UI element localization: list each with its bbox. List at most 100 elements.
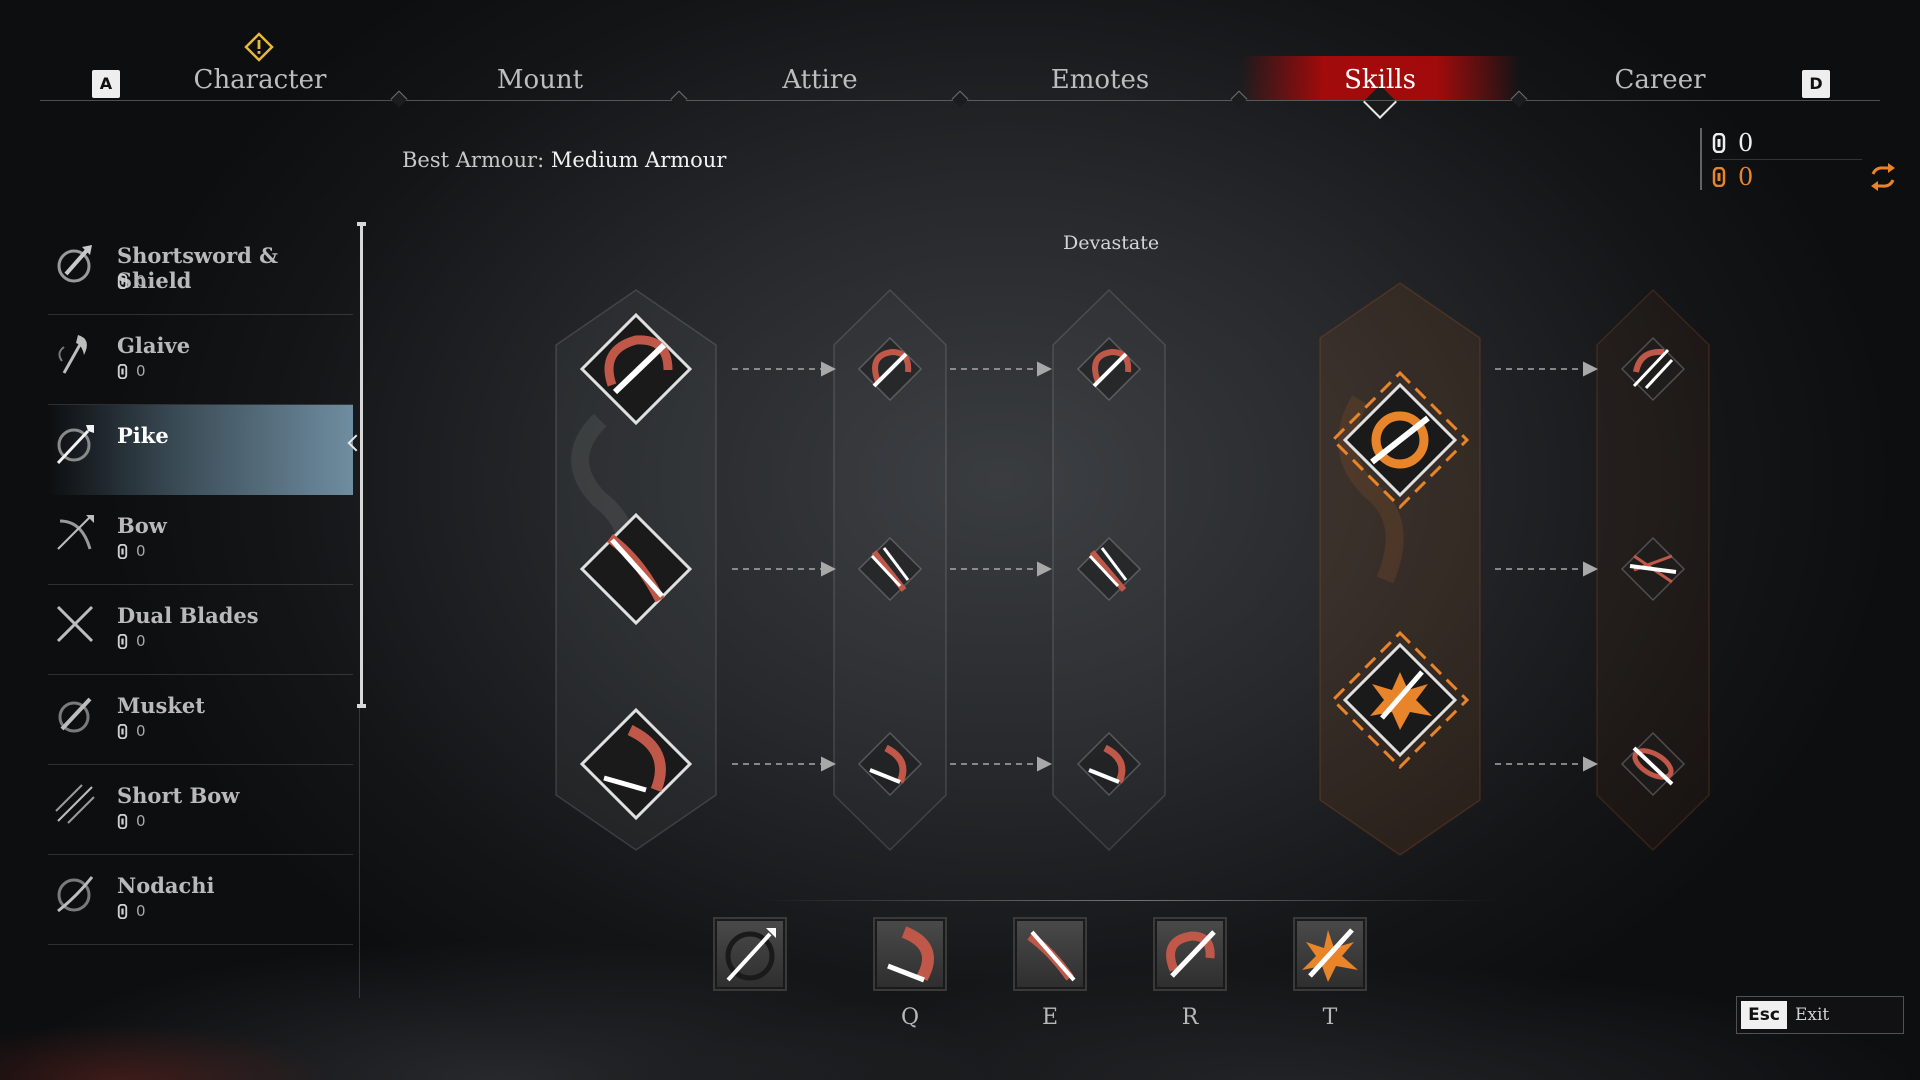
ember-glow [0, 940, 500, 1080]
weapon-item-shortsword-shield[interactable]: Shortsword & Shield 0 [48, 225, 353, 315]
skill-node-upgrade[interactable] [857, 536, 923, 602]
weapon-points: 0 [117, 632, 146, 650]
bow-icon [57, 515, 94, 550]
spin-strike-skill-icon [1166, 930, 1216, 978]
skill-points-panel: 0 0 [1700, 128, 1900, 198]
skill-node-sweep[interactable] [579, 707, 693, 821]
skill-node-upgrade[interactable] [1076, 336, 1142, 402]
active-tab-highlight [1240, 56, 1520, 100]
prev-tab-key[interactable]: A [92, 70, 120, 98]
best-armour-prefix: Best Armour: [402, 148, 545, 172]
weapon-points-value: 0 [136, 362, 146, 380]
best-armour-label: Best Armour: Medium Armour [402, 148, 726, 172]
weapon-list: Shortsword & Shield 0 Glaive 0 Pike [48, 225, 353, 945]
hotbar-slot-passive[interactable] [713, 917, 787, 991]
points-bar [1700, 128, 1702, 190]
point-token-icon [117, 903, 128, 919]
hotbar-key-label: T [1322, 1005, 1338, 1030]
tab-mount[interactable]: Mount [496, 65, 584, 95]
point-token-icon [117, 813, 128, 829]
weapon-points-value: 0 [136, 812, 146, 830]
tab-emotes[interactable]: Emotes [1050, 65, 1150, 95]
tab-career[interactable]: Career [1614, 65, 1706, 95]
hotbar-slot-t[interactable] [1293, 917, 1367, 991]
skill-node-upgrade[interactable] [857, 731, 923, 797]
thrust-skill-icon [1027, 930, 1076, 982]
skill-node-ultimate-whirl[interactable] [1330, 370, 1470, 510]
skill-node-upgrade[interactable] [1076, 536, 1142, 602]
pike-passive-icon [725, 928, 776, 982]
scroll-track [359, 708, 360, 998]
weapon-item-nodachi[interactable]: Nodachi 0 [48, 855, 353, 945]
pike-icon [56, 425, 94, 465]
point-token-icon [117, 363, 128, 379]
weapon-list-scrollbar[interactable] [357, 222, 366, 708]
point-token-icon [1712, 133, 1726, 153]
weapon-name: Nodachi [117, 873, 215, 898]
weapon-item-pike[interactable]: Pike [48, 405, 353, 495]
skill-node-upgrade[interactable] [1076, 731, 1142, 797]
weapon-name: Musket [117, 693, 205, 718]
top-navigation: A D Character Mount Attire Emotes Skills… [0, 0, 1920, 120]
hotbar-slot-e[interactable] [1013, 917, 1087, 991]
tree-column-label: Devastate [1063, 232, 1160, 254]
hotbar-key-label: E [1041, 1005, 1059, 1030]
weapon-name: Glaive [117, 333, 191, 358]
tab-attire[interactable]: Attire [782, 65, 858, 95]
exit-label: Exit [1795, 1005, 1830, 1025]
point-token-icon [117, 723, 128, 739]
dual-blades-icon [56, 605, 94, 643]
skill-node-upgrade[interactable] [1620, 336, 1686, 402]
tab-skills[interactable]: Skills [1344, 65, 1416, 95]
reset-points-icon[interactable] [1868, 162, 1898, 192]
weapon-points-value: 0 [136, 542, 146, 560]
weapon-item-short-bow[interactable]: Short Bow 0 [48, 765, 353, 855]
skill-node-spin-strike[interactable] [579, 312, 693, 426]
best-armour-value: Medium Armour [550, 148, 727, 172]
exit-button[interactable]: Esc Exit [1736, 996, 1904, 1034]
weapon-name: Short Bow [117, 783, 240, 808]
weapon-points-value: 0 [1738, 129, 1754, 157]
weapon-points: 0 [117, 542, 146, 560]
weapon-item-glaive[interactable]: Glaive 0 [48, 315, 353, 405]
weapon-name: Pike [117, 423, 169, 448]
mastery-token-icon [1712, 167, 1726, 187]
point-token-icon [117, 273, 128, 289]
mastery-points-value: 0 [1738, 163, 1754, 191]
tab-character[interactable]: Character [193, 65, 327, 95]
point-token-icon [117, 543, 128, 559]
skill-column-panel [1319, 282, 1481, 856]
weapon-name: Bow [117, 513, 167, 538]
mastery-points-row: 0 [1712, 162, 1753, 192]
skill-node-thrust[interactable] [579, 512, 693, 626]
weapon-points-value: 0 [136, 632, 146, 650]
weapon-points: 0 [117, 272, 146, 290]
shortsword-shield-icon [57, 245, 92, 283]
points-divider [1712, 159, 1862, 160]
short-bow-icon [55, 784, 95, 824]
weapon-item-bow[interactable]: Bow 0 [48, 495, 353, 585]
sweep-skill-icon [887, 926, 934, 983]
hotbar-slot-q[interactable] [873, 917, 947, 991]
weapon-points: 0 [117, 362, 146, 380]
hotbar-slot-r[interactable] [1153, 917, 1227, 991]
hotbar-key-label: Q [900, 1005, 920, 1030]
weapon-points: 0 [117, 812, 146, 830]
weapon-points-value: 0 [136, 902, 146, 920]
hotbar-divider [760, 900, 1500, 901]
nodachi-icon [57, 876, 94, 913]
musket-icon [58, 697, 92, 733]
glaive-icon [58, 335, 87, 374]
weapon-points: 0 [117, 722, 146, 740]
weapon-points-value: 0 [136, 272, 146, 290]
skill-node-upgrade[interactable] [1620, 731, 1686, 797]
weapon-item-dual-blades[interactable]: Dual Blades 0 [48, 585, 353, 675]
skill-node-ultimate-burst[interactable] [1330, 630, 1470, 770]
weapon-points-row: 0 [1712, 128, 1753, 158]
skill-node-upgrade[interactable] [1620, 536, 1686, 602]
hotbar-key-label: R [1181, 1005, 1199, 1030]
next-tab-key[interactable]: D [1802, 70, 1830, 98]
weapon-points-value: 0 [136, 722, 146, 740]
skill-node-upgrade[interactable] [857, 336, 923, 402]
weapon-item-musket[interactable]: Musket 0 [48, 675, 353, 765]
